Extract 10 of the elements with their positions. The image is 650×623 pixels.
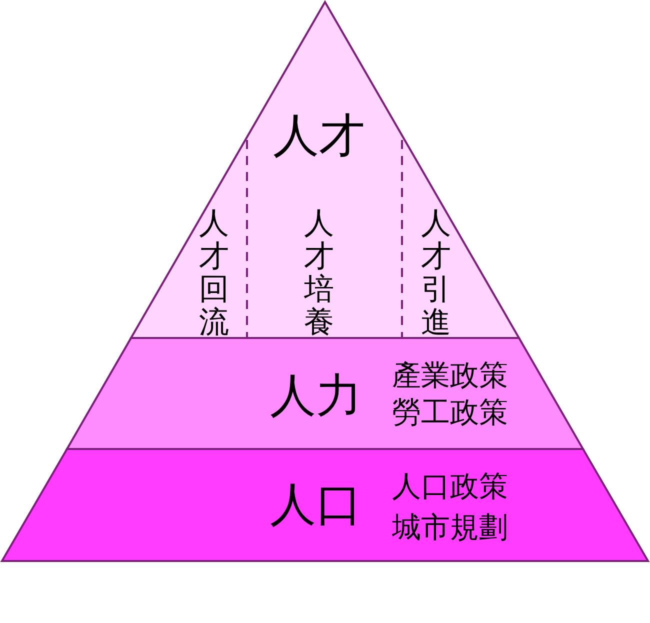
policy-label: 產業政策 <box>392 360 508 392</box>
tier-title: 人才 <box>273 110 365 161</box>
policy-label: 人口政策 <box>392 471 508 503</box>
column-label: 人才培養 <box>304 207 334 339</box>
policy-label: 城市規劃 <box>392 512 508 544</box>
column-label: 人才回流 <box>199 207 229 339</box>
tier-title: 人力 <box>270 370 362 421</box>
column-label: 人才引進 <box>421 207 451 339</box>
policy-label: 勞工政策 <box>392 397 508 429</box>
tier-title: 人口 <box>270 479 362 530</box>
